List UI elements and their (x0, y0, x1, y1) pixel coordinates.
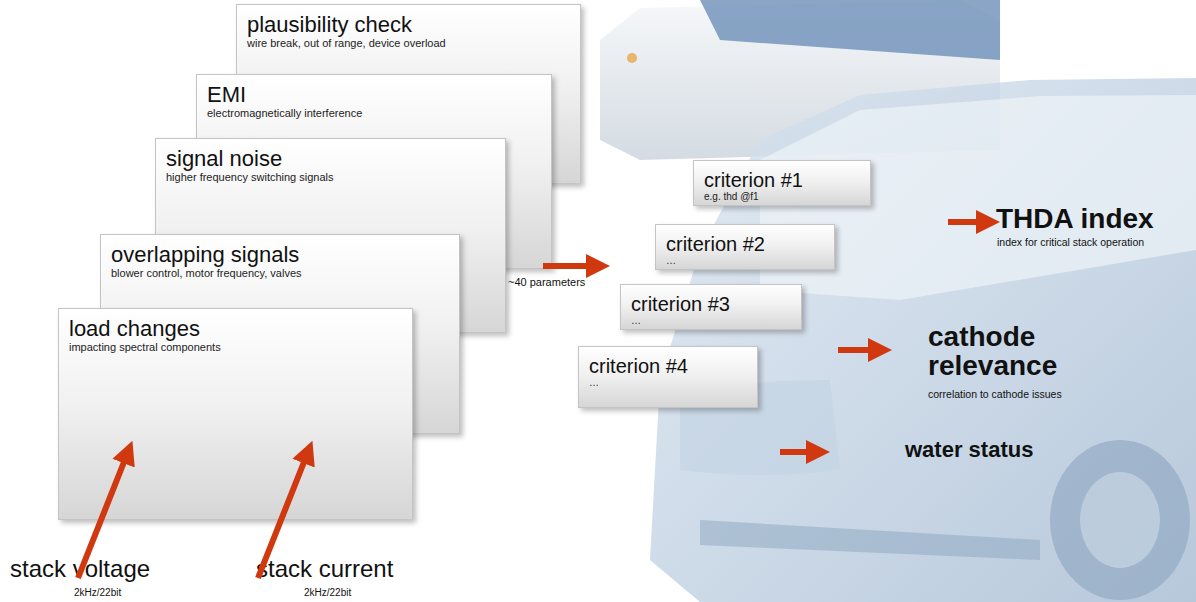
car-wheel (1050, 440, 1190, 600)
card-subtitle: e.g. thd @f1 (704, 191, 860, 202)
card-title: criterion #2 (666, 233, 824, 255)
sampling-note: 2kHz/22bit (74, 587, 121, 598)
criterion-box: criterion #1e.g. thd @f1 (693, 160, 871, 206)
criterion-box: criterion #2… (655, 224, 835, 270)
criterion-box: criterion #3… (620, 284, 802, 330)
card-title: plausibility check (247, 13, 570, 37)
card-subtitle: wire break, out of range, device overloa… (247, 37, 570, 50)
parameter-count: ~40 parameters (508, 276, 585, 288)
card-subtitle: … (589, 377, 747, 388)
output-note: correlation to cathode issues (928, 389, 1062, 400)
stage-card: load changesimpacting spectral component… (58, 308, 413, 520)
card-subtitle: … (631, 315, 791, 326)
card-title: criterion #3 (631, 293, 791, 315)
card-title: overlapping signals (111, 243, 449, 267)
output-note: index for critical stack operation (997, 237, 1144, 248)
device-lid (700, 0, 1000, 60)
card-title: criterion #4 (589, 355, 747, 377)
card-subtitle: electromagnetically interference (207, 107, 541, 120)
signal-name: stack voltage (10, 556, 150, 581)
output-arrow (780, 449, 818, 455)
criterion-box: criterion #4… (578, 346, 758, 408)
card-title: load changes (69, 317, 402, 341)
card-subtitle: … (666, 255, 824, 266)
car-hubcap (1080, 472, 1160, 568)
signal-name: stack current (256, 556, 393, 581)
card-subtitle: impacting spectral components (69, 341, 402, 354)
output-title: THDA index (996, 204, 1154, 233)
sampling-note: 2kHz/22bit (304, 587, 351, 598)
card-title: criterion #1 (704, 169, 860, 191)
card-title: signal noise (166, 147, 495, 171)
card-title: EMI (207, 83, 541, 107)
output-title: water status (905, 438, 1033, 461)
output-arrow (948, 219, 988, 225)
card-subtitle: blower control, motor frequency, valves (111, 267, 449, 280)
output-title: cathode relevance (928, 322, 1108, 380)
card-subtitle: higher frequency switching signals (166, 171, 495, 184)
car-bumper (700, 520, 1040, 560)
output-arrow (838, 347, 880, 353)
device-button (627, 53, 637, 63)
car-body (650, 78, 1196, 602)
